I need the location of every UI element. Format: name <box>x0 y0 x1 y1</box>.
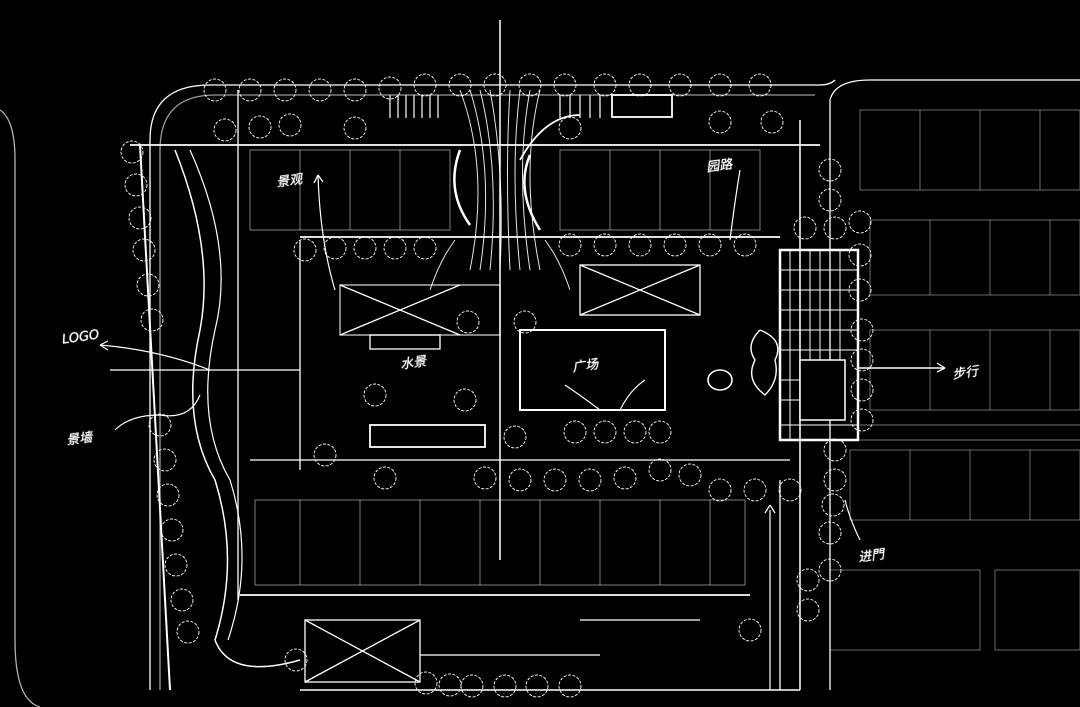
axis-hatching <box>429 89 571 291</box>
trees <box>120 73 874 698</box>
road-outline <box>149 79 836 690</box>
north-residences <box>249 149 761 231</box>
east-pavilion <box>778 248 860 442</box>
annotation-west-feature: 水景 <box>399 354 428 373</box>
annotation-north-courtyard: 景观 <box>275 172 304 191</box>
annotation-east-arrow: 步行 <box>951 364 980 383</box>
annotation-left-entrance: 景墙 <box>65 430 94 449</box>
central-plaza <box>519 329 666 411</box>
annotation-northeast-path: 园路 <box>705 157 734 176</box>
meander-path <box>174 149 301 668</box>
south-residences <box>254 499 746 586</box>
east-residences <box>829 109 1080 651</box>
annotation-central-plaza: 广场 <box>571 357 600 376</box>
left-boundary-line <box>139 144 171 691</box>
annotation-southeast-entrance: 进門 <box>857 547 886 566</box>
